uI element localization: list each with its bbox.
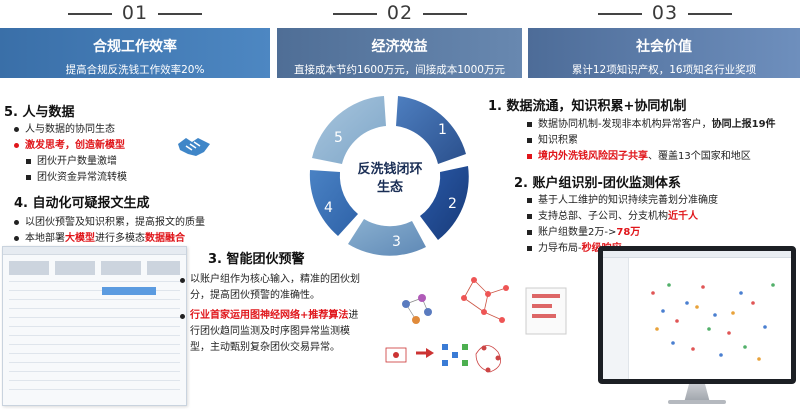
section-1-bullet-3: 境内外洗钱风险因子共享、覆盖13个国家和地区 <box>527 149 751 165</box>
section-1-title: 1. 数据流通，知识积累+协同机制 <box>488 99 687 114</box>
cycle-diagram: 反洗钱闭环 生态 1 2 3 4 5 <box>309 96 469 256</box>
column-number-3: 03 <box>565 2 765 24</box>
section-5-bullet-2: 激发思考，创造新模型 <box>14 138 125 154</box>
segment-label-5: 5 <box>334 130 343 146</box>
section-2-bullet-3: 账户组数量2万->78万 <box>527 225 640 241</box>
card-subtitle: 提高合规反洗钱工作效率20% <box>65 64 205 76</box>
report-screenshot <box>2 246 187 406</box>
monitor-stand <box>684 384 710 402</box>
segment-label-1: 1 <box>438 122 447 138</box>
cycle-segment-1 <box>396 96 466 164</box>
section-1-bullet-2: 知识积累 <box>527 133 578 149</box>
cycle-center-label-2: 生态 <box>377 179 403 195</box>
section-4-bullet-2: 本地部署大模型进行多模态数据融合 <box>14 231 185 247</box>
section-3-bullet-1: 以账户组作为核心输入，精准的团伙划分，提高团伙预警的准确性。 <box>178 272 364 304</box>
social-card: 社会价值 累计12项知识产权，16项知名行业奖项 <box>528 28 800 78</box>
card-subtitle: 直接成本节约1600万元，间接成本1000万元 <box>294 64 505 76</box>
section-2-bullet-2: 支持总部、子公司、分支机构近千人 <box>527 209 698 225</box>
section-1-bullet-1: 数据协同机制-发现非本机构异常客户，协同上报19件 <box>527 117 776 133</box>
scatter-graph-illustration <box>651 283 775 361</box>
segment-label-4: 4 <box>324 200 333 216</box>
section-5-bullet-4: 团伙资金异常流转模 <box>26 170 127 186</box>
segment-label-3: 3 <box>392 234 401 250</box>
cycle-segment-5 <box>312 96 386 164</box>
segment-label-2: 2 <box>448 196 457 212</box>
section-5-title: 5. 人与数据 <box>4 105 75 120</box>
economic-card: 经济效益 直接成本节约1600万元，间接成本1000万元 <box>277 28 522 78</box>
card-title: 经济效益 <box>371 39 428 55</box>
card-title: 社会价值 <box>636 39 692 55</box>
section-3-bullet-2: 行业首家运用图神经网络+推荐算法进行团伙趋同监测及时序图异常监测模型，主动甄别复… <box>178 308 364 356</box>
graph-network-illustration <box>385 277 567 373</box>
cycle-segment-4 <box>309 170 358 236</box>
section-4-bullet-1: 以团伙预警及知识积累，提高报文的质量 <box>14 215 205 231</box>
cycle-segment-3 <box>348 219 426 256</box>
section-4-title: 4. 自动化可疑报文生成 <box>14 196 150 211</box>
card-title: 合规工作效率 <box>93 39 177 55</box>
section-3-title: 3. 智能团伙预警 <box>208 252 305 267</box>
card-subtitle: 累计12项知识产权，16项知名行业奖项 <box>571 64 757 76</box>
section-2-bullet-1: 基于人工维护的知识持续完善划分准确度 <box>527 193 718 209</box>
column-number-1: 01 <box>35 2 235 24</box>
monitor-stand-base <box>668 400 726 404</box>
section-2-title: 2. 账户组识别-团伙监测体系 <box>514 176 681 191</box>
handshake-icon <box>178 138 210 156</box>
monitor-screenshot <box>598 246 796 384</box>
cycle-center-label-1: 反洗钱闭环 <box>357 161 422 177</box>
section-5-bullet-1: 人与数据的协同生态 <box>14 122 115 138</box>
cycle-segment-2 <box>420 166 469 240</box>
section-5-bullet-3: 团伙开户数量激增 <box>26 154 117 170</box>
efficiency-card: 合规工作效率 提高合规反洗钱工作效率20% <box>0 28 270 78</box>
column-number-2: 02 <box>300 2 500 24</box>
cycle-center <box>348 134 432 218</box>
